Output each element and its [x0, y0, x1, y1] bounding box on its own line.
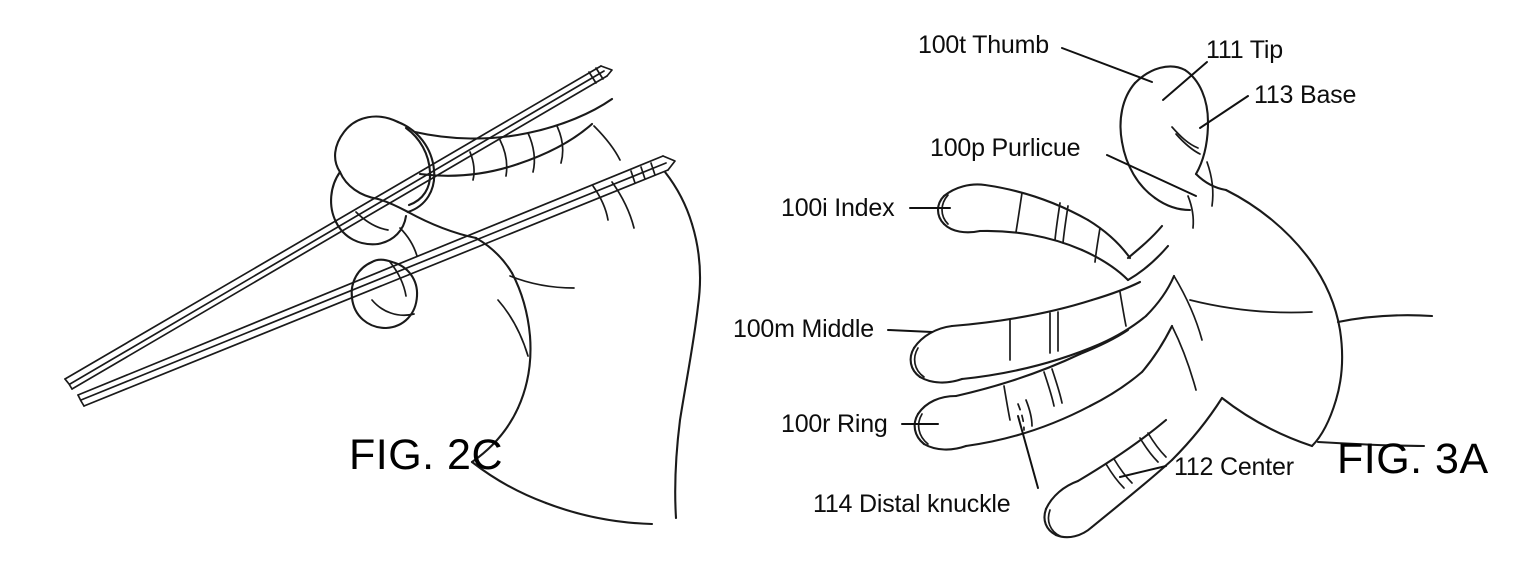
leader-base: [1199, 95, 1249, 129]
leader-center: [1119, 465, 1167, 478]
little-finger-3a: [1043, 418, 1174, 539]
label-tip: 111 Tip: [1206, 36, 1283, 64]
leader-middle: [887, 329, 933, 333]
label-ring: 100r Ring: [781, 410, 888, 438]
label-base: 113 Base: [1254, 81, 1357, 109]
leader-distal-knuckle: [1017, 415, 1039, 489]
fig-2c-caption: FIG. 2C: [349, 431, 504, 479]
fig-3a-drawing: [887, 47, 1434, 539]
hand-2c-group: [330, 97, 702, 526]
leader-tip: [1162, 61, 1208, 101]
chopsticks-group: [64, 65, 676, 407]
index-finger-3a: [936, 183, 1132, 282]
leader-thumb: [1061, 47, 1153, 83]
label-purlicue: 100p Purlicue: [930, 134, 1081, 162]
middle-finger-3a: [909, 280, 1148, 384]
label-distal-knuckle: 114 Distal knuckle: [813, 490, 1011, 518]
label-middle: 100m Middle: [733, 315, 874, 343]
ring-finger-3a: [913, 328, 1144, 451]
label-center: 112 Center: [1174, 453, 1294, 481]
leader-lines-3a: [887, 47, 1249, 489]
label-index: 100i Index: [781, 194, 895, 222]
fig-3a-caption: FIG. 3A: [1337, 435, 1489, 483]
leader-purlicue: [1106, 154, 1197, 197]
thumb-3a: [1119, 65, 1228, 229]
palm-and-wrist-3a: [1126, 188, 1434, 462]
label-thumb: 100t Thumb: [918, 31, 1049, 59]
